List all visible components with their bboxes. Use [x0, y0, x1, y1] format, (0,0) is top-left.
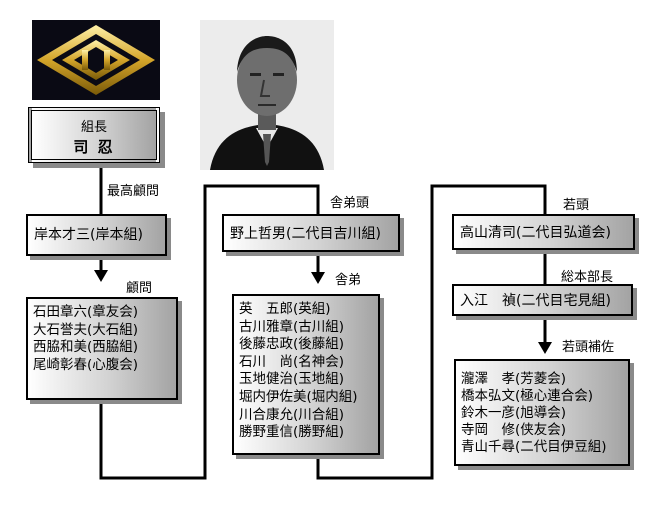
- head-box-shatei-gashira: 野上哲男(二代目吉川組): [222, 214, 400, 252]
- arrow-down-icon: [311, 272, 325, 284]
- member-box-shatei: 英 五郎(英組) 古川雅章(古川組) 後藤忠政(後藤組) 石川 尚(名神会) 玉…: [232, 294, 380, 455]
- member-item: 大石誉夫(大石組): [33, 321, 139, 338]
- portrait-icon: [200, 20, 334, 170]
- member-list: 瀧澤 孝(芳菱会) 橋本弘文(極心連合会) 鈴木一彦(旭導会) 寺岡 修(侠友会…: [456, 361, 628, 456]
- role-wakagashira-hosa: 若頭補佐: [562, 340, 615, 355]
- member-item: 石川 尚(名神会): [239, 353, 345, 370]
- member-item: 勝野重信(勝野組): [239, 424, 345, 441]
- boss-name: 司 忍: [73, 138, 115, 156]
- role-supreme-advisor: 最高顧問: [107, 184, 160, 199]
- member-list: 石田章六(章友会) 大石誉夫(大石組) 西脇和美(西脇組) 尾崎彰春(心腹会): [28, 299, 176, 374]
- member-item: 尾崎彰春(心腹会): [33, 356, 139, 373]
- arrow-down-icon: [538, 342, 552, 354]
- wakagashira-name: 高山清司(二代目弘道会): [460, 225, 611, 241]
- member-item: 青山千尋(二代目伊豆組): [461, 439, 607, 455]
- role-sohonbucho: 総本部長: [561, 270, 614, 285]
- member-item: 英 五郎(英組): [239, 301, 331, 317]
- member-box-advisors: 石田章六(章友会) 大石誉夫(大石組) 西脇和美(西脇組) 尾崎彰春(心腹会): [26, 297, 178, 400]
- member-box-wakagashira-hosa: 瀧澤 孝(芳菱会) 橋本弘文(極心連合会) 鈴木一彦(旭導会) 寺岡 修(侠友会…: [454, 359, 630, 466]
- member-item: 石田章六(章友会): [33, 304, 139, 320]
- head-box-advisor: 岸本才三(岸本組): [26, 214, 167, 256]
- gold-diamond-emblem-icon: [37, 25, 155, 95]
- role-wakagashira: 若頭: [563, 198, 590, 213]
- member-item: 古川雅章(古川組): [239, 318, 345, 335]
- role-shatei: 舎弟: [335, 273, 362, 288]
- member-item: 寺岡 修(侠友会): [461, 422, 567, 438]
- boss-box: 組長 司 忍: [28, 107, 160, 163]
- boss-title: 組長: [80, 120, 107, 135]
- member-item: 後藤忠政(後藤組): [239, 336, 345, 353]
- role-shatei-gashira: 舎弟頭: [330, 196, 370, 211]
- sohonbucho-name: 入江 禎(二代目宅見組): [460, 293, 611, 309]
- shatei-gashira-name: 野上哲男(二代目吉川組): [230, 226, 381, 242]
- member-item: 堀内伊佐美(堀内組): [239, 388, 358, 405]
- head-box-wakagashira: 高山清司(二代目弘道会): [452, 214, 635, 250]
- member-item: 瀧澤 孝(芳菱会): [461, 371, 567, 387]
- role-advisor: 顧問: [126, 281, 153, 296]
- member-item: 玉地健治(玉地組): [239, 371, 345, 388]
- member-item: 西脇和美(西脇組): [33, 339, 139, 356]
- arrow-down-icon: [94, 270, 108, 282]
- leader-photo: [200, 20, 334, 170]
- member-item: 鈴木一彦(旭導会): [461, 405, 567, 421]
- organization-emblem: [32, 20, 160, 100]
- member-item: 川合康允(川合組): [239, 406, 345, 423]
- supreme-advisor-name: 岸本才三(岸本組): [34, 227, 143, 243]
- member-list: 英 五郎(英組) 古川雅章(古川組) 後藤忠政(後藤組) 石川 尚(名神会) 玉…: [234, 296, 378, 442]
- head-box-sohonbucho: 入江 禎(二代目宅見組): [452, 284, 633, 316]
- member-item: 橋本弘文(極心連合会): [461, 388, 594, 404]
